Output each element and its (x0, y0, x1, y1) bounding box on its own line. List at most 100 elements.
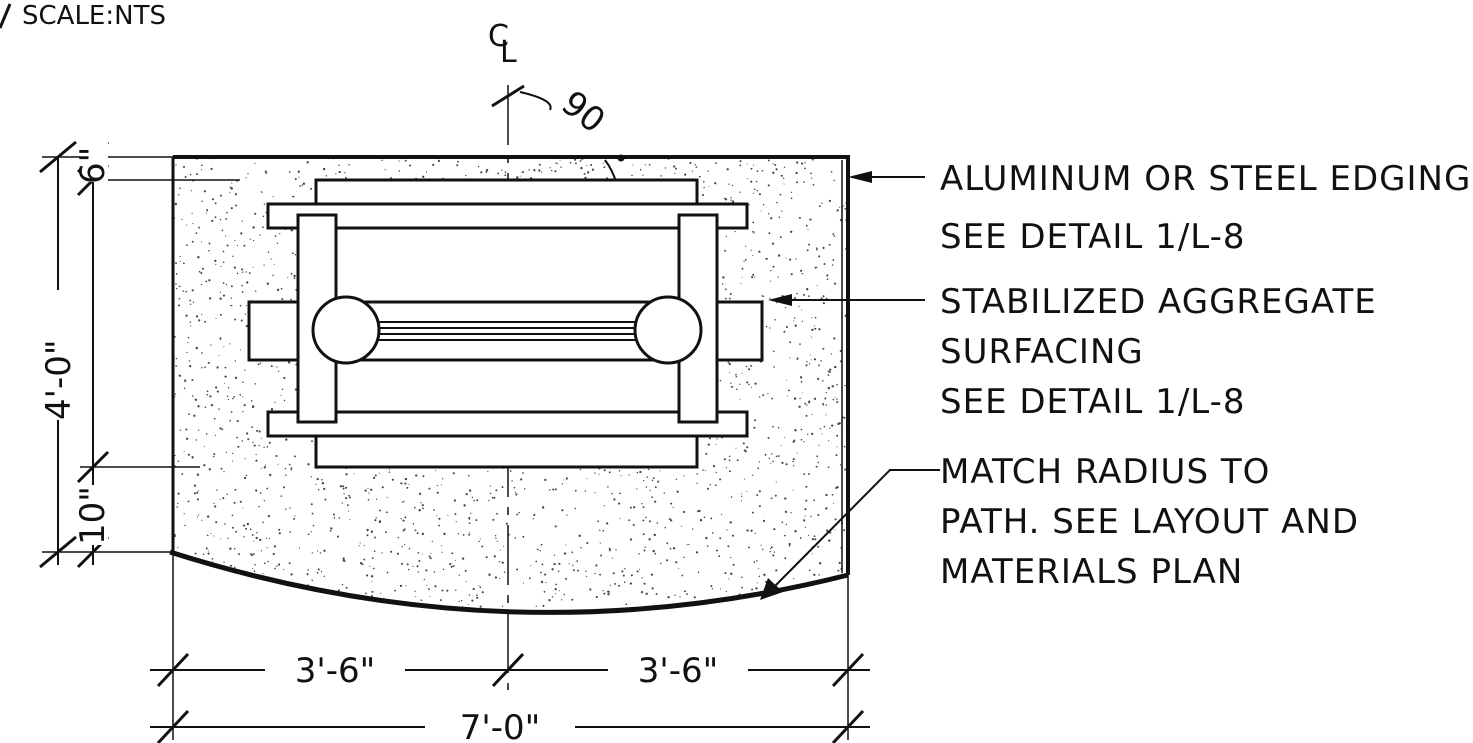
aggregate-speck (793, 465, 795, 467)
aggregate-speck (578, 534, 581, 537)
aggregate-speck (245, 177, 247, 179)
aggregate-speck (825, 507, 828, 510)
aggregate-speck (772, 171, 775, 174)
aggregate-speck (433, 509, 435, 511)
aggregate-speck (586, 165, 588, 167)
aggregate-speck (844, 207, 847, 210)
aggregate-speck (814, 266, 817, 269)
aggregate-speck (205, 433, 208, 435)
aggregate-speck (654, 552, 657, 555)
aggregate-speck (607, 486, 609, 488)
aggregate-speck (801, 272, 804, 275)
aggregate-speck (476, 499, 479, 502)
aggregate-speck (602, 589, 604, 592)
aggregate-speck (654, 486, 657, 489)
aggregate-speck (541, 171, 543, 173)
aggregate-speck (563, 593, 565, 596)
aggregate-speck (827, 386, 831, 390)
aggregate-speck (551, 596, 554, 598)
aggregate-speck (613, 498, 616, 501)
aggregate-speck (495, 489, 498, 492)
aggregate-speck (758, 461, 760, 463)
aggregate-speck (796, 292, 798, 295)
aggregate-speck (814, 316, 817, 319)
offset-label-gap-top (80, 140, 108, 182)
aggregate-speck (521, 171, 523, 174)
aggregate-speck (774, 163, 777, 166)
aggregate-speck (252, 239, 255, 242)
aggregate-speck (345, 497, 348, 500)
aggregate-speck (176, 288, 178, 290)
aggregate-speck (768, 457, 771, 460)
aggregate-speck (523, 488, 526, 490)
aggregate-speck (471, 599, 474, 602)
aggregate-speck (650, 573, 653, 576)
depth-dimension-label: 4'-0" (39, 339, 79, 420)
aggregate-speck (645, 592, 648, 595)
aggregate-speck (707, 487, 710, 490)
aggregate-speck (234, 376, 238, 380)
aggregate-speck (797, 357, 799, 359)
aggregate-speck (175, 164, 177, 166)
aggregate-speck (835, 454, 838, 457)
aggregate-speck (223, 561, 225, 563)
aggregate-speck (422, 507, 424, 510)
aggregate-speck (290, 469, 292, 471)
aggregate-speck (206, 209, 209, 212)
aggregate-speck (696, 473, 698, 475)
aggregate-speck (238, 553, 240, 556)
aggregate-speck (640, 590, 644, 594)
aggregate-speck (204, 406, 207, 409)
aggregate-speck (441, 589, 444, 592)
aggregate-speck (651, 496, 653, 498)
aggregate-speck (457, 160, 459, 163)
aggregate-speck (806, 288, 809, 291)
aggregate-speck (230, 411, 233, 413)
aggregate-speck (202, 553, 205, 555)
aggregate-speck (192, 223, 194, 225)
aggregate-speck (794, 324, 797, 327)
aggregate-speck (748, 383, 750, 386)
aggregate-speck (833, 179, 835, 182)
aggregate-speck (461, 557, 465, 560)
aggregate-speck (221, 428, 224, 431)
aggregate-speck (370, 488, 373, 491)
aggregate-speck (404, 543, 406, 546)
aggregate-speck (412, 608, 414, 611)
aggregate-speck (664, 526, 667, 529)
aggregate-speck (801, 162, 804, 165)
aggregate-speck (218, 408, 220, 410)
aggregate-speck (631, 174, 633, 177)
aggregate-speck (597, 520, 599, 523)
aggregate-speck (235, 204, 237, 207)
aggregate-speck (302, 599, 305, 602)
aggregate-speck (612, 572, 615, 575)
aggregate-speck (729, 292, 732, 296)
aggregate-speck (775, 168, 778, 171)
aggregate-speck (817, 377, 820, 380)
aggregate-speck (599, 573, 602, 576)
aggregate-speck (297, 170, 300, 173)
aggregate-speck (208, 297, 212, 300)
aggregate-speck (211, 557, 214, 560)
aggregate-speck (201, 352, 203, 354)
aggregate-speck (177, 502, 179, 505)
aggregate-speck (770, 462, 772, 464)
aggregate-speck (338, 517, 341, 519)
aggregate-speck (245, 527, 247, 530)
aggregate-speck (210, 403, 214, 407)
aggregate-speck (229, 564, 233, 567)
aggregate-speck (191, 289, 194, 292)
aggregate-speck (189, 299, 192, 302)
aggregate-speck (818, 574, 820, 576)
aggregate-speck (283, 486, 286, 489)
aggregate-speck (594, 472, 596, 474)
aggregate-speck (793, 320, 795, 322)
aggregate-speck (196, 473, 200, 476)
aggregate-speck (306, 573, 309, 576)
aggregate-speck (442, 568, 445, 571)
aggregate-speck (683, 475, 685, 477)
aggregate-speck (783, 330, 786, 333)
note-edging-line-1: ALUMINUM OR STEEL EDGING (940, 159, 1471, 199)
aggregate-speck (748, 368, 751, 371)
